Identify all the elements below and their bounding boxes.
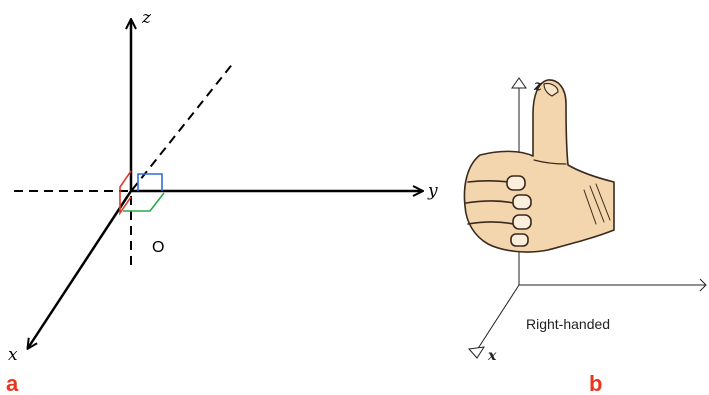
- x-axis: [28, 190, 133, 348]
- panel-a-label: a: [6, 371, 19, 395]
- b-x-axis: [476, 284, 520, 351]
- b-x-axis-label: x: [487, 348, 497, 364]
- b-z-axis-label: z: [533, 78, 543, 94]
- thumbs-up-hand-icon: [463, 79, 615, 253]
- b-y-arrow-stub: [699, 278, 707, 292]
- panel-a-diagram: z y x O a: [6, 8, 438, 395]
- panel-b-diagram: z x Right-handed b: [463, 77, 707, 395]
- b-x-arrowhead: [468, 346, 485, 359]
- y-axis-label: y: [427, 181, 438, 201]
- right-angle-xz: [119, 170, 132, 216]
- panel-b-label: b: [589, 371, 602, 395]
- z-axis-label: z: [141, 8, 152, 28]
- right-angle-xy: [123, 192, 165, 212]
- origin-label: O: [152, 239, 164, 256]
- negative-x-axis: [131, 61, 235, 191]
- x-axis-label: x: [8, 345, 18, 365]
- b-z-arrowhead: [511, 77, 527, 89]
- right-angle-yz: [137, 173, 163, 191]
- right-handed-caption: Right-handed: [526, 316, 610, 332]
